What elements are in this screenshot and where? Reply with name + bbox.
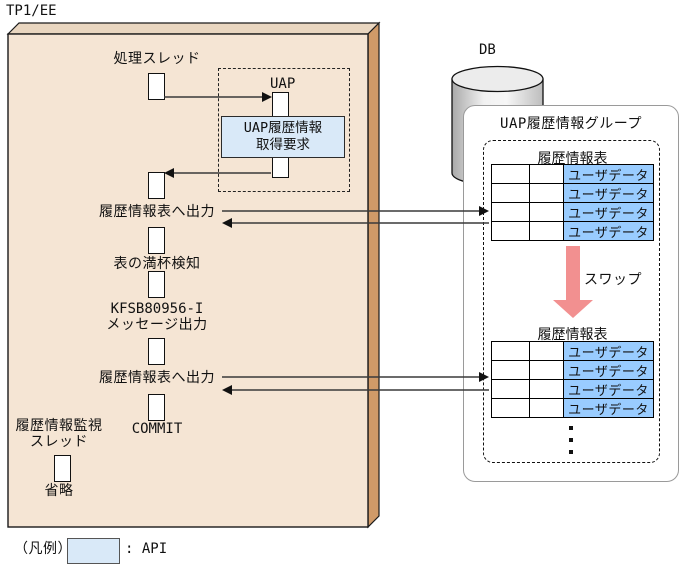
table2-cell bbox=[530, 399, 563, 417]
step-message-output: メッセージ出力 bbox=[106, 317, 208, 333]
uap-history-group-panel: UAP履歴情報グループ 履歴情報表 ユーザデータ ユーザデータ ユーザデータ ユ… bbox=[463, 105, 679, 482]
history-table2-title: 履歴情報表 bbox=[537, 327, 608, 343]
continuation-ellipsis bbox=[569, 426, 573, 454]
api-request-line2: 取得要求 bbox=[256, 137, 310, 153]
thread-activation-3 bbox=[148, 227, 165, 254]
table1-cell bbox=[492, 184, 529, 202]
swap-label: スワップ bbox=[584, 272, 642, 288]
step-table-full-label: 表の満杯検知 bbox=[113, 256, 201, 272]
table2-cell bbox=[492, 361, 529, 379]
table1-cell bbox=[492, 165, 529, 183]
table2-cell bbox=[492, 380, 529, 398]
table1-cell bbox=[530, 165, 563, 183]
history-table1: ユーザデータ ユーザデータ ユーザデータ ユーザデータ bbox=[491, 164, 654, 241]
table1-cell bbox=[530, 222, 563, 240]
table2-user-data: ユーザデータ bbox=[564, 399, 653, 418]
monitor-activation bbox=[54, 455, 71, 482]
legend-api-swatch bbox=[67, 538, 120, 564]
table2-user-data: ユーザデータ bbox=[564, 342, 653, 361]
group-dashed-region bbox=[483, 140, 660, 463]
table1-cell bbox=[492, 222, 529, 240]
legend-api-text: : API bbox=[125, 541, 168, 557]
processing-thread-label: 処理スレッド bbox=[113, 51, 201, 67]
uap-dashed-region bbox=[218, 68, 350, 192]
table2-cell bbox=[530, 342, 563, 360]
table1-user-data: ユーザデータ bbox=[564, 165, 653, 184]
commit-label: COMMIT bbox=[131, 421, 183, 437]
thread-activation-6 bbox=[148, 394, 165, 421]
omitted-label: 省略 bbox=[44, 483, 74, 499]
legend-label: （凡例） bbox=[14, 541, 72, 557]
table2-cell bbox=[492, 342, 529, 360]
tp1-box-top-face bbox=[6, 22, 381, 35]
thread-activation-2 bbox=[148, 172, 165, 199]
group-title: UAP履歴情報グループ bbox=[500, 116, 642, 132]
history-table1-title: 履歴情報表 bbox=[537, 151, 608, 167]
monitor-thread-line2: スレッド bbox=[30, 434, 88, 450]
api-request-line1: UAP履歴情報 bbox=[243, 120, 323, 136]
table1-user-data: ユーザデータ bbox=[564, 203, 653, 222]
table2-user-data: ユーザデータ bbox=[564, 361, 653, 380]
thread-activation-5 bbox=[148, 338, 165, 365]
table2-cell bbox=[530, 361, 563, 379]
table1-user-data: ユーザデータ bbox=[564, 184, 653, 203]
table1-cell bbox=[530, 184, 563, 202]
monitor-thread-line1: 履歴情報監視 bbox=[15, 418, 103, 434]
table2-cell bbox=[530, 380, 563, 398]
db-label: DB bbox=[479, 42, 496, 58]
thread-activation-1 bbox=[148, 73, 165, 100]
tp1-box-side-face bbox=[367, 21, 380, 529]
step-message-id: KFSB80956-I bbox=[110, 301, 204, 317]
thread-activation-4 bbox=[148, 271, 165, 298]
api-request-box: UAP履歴情報 取得要求 bbox=[221, 116, 345, 158]
diagram-title: TP1/EE bbox=[6, 3, 57, 19]
db-cylinder-top bbox=[451, 65, 544, 93]
table1-cell bbox=[492, 203, 529, 221]
step-output2-label: 履歴情報表へ出力 bbox=[99, 370, 215, 386]
table1-user-data: ユーザデータ bbox=[564, 222, 653, 241]
uap-label: UAP bbox=[270, 76, 296, 92]
table2-cell bbox=[492, 399, 529, 417]
table1-cell bbox=[530, 203, 563, 221]
history-table2: ユーザデータ ユーザデータ ユーザデータ ユーザデータ bbox=[491, 341, 654, 418]
table2-user-data: ユーザデータ bbox=[564, 380, 653, 399]
step-output1-label: 履歴情報表へ出力 bbox=[99, 204, 215, 220]
